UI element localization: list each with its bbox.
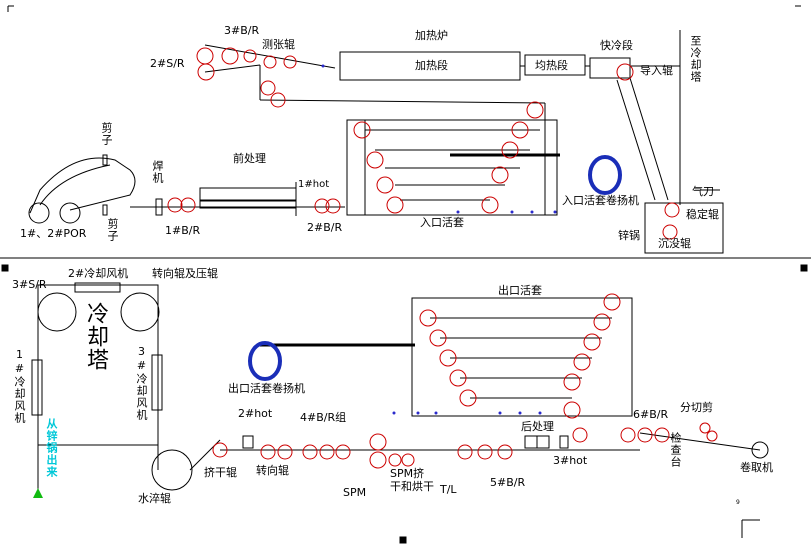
label-guide-roll: 导入辊 (640, 64, 673, 77)
label-tl: T/L (440, 483, 457, 496)
label-heating-section: 加热段 (415, 59, 448, 72)
label-soaking-section: 均热段 (535, 59, 568, 72)
exit-looper-frame (411, 297, 633, 417)
pretreatment-tank (199, 187, 297, 201)
label-1br: 1#B/R (165, 224, 201, 237)
label-4br-group: 4#B/R组 (300, 411, 347, 424)
label-exit-looper: 出口活套 (498, 284, 542, 297)
hot-2-box (242, 435, 254, 449)
label-5br: 5#B/R (490, 476, 526, 489)
label-hot-1: 1#hot (298, 179, 330, 190)
page-number: 9 (736, 499, 740, 506)
strip-exit-arrow (33, 488, 43, 498)
label-turn-roll: 转向辊 (256, 464, 289, 477)
label-zinc-pot: 锌锅 (618, 229, 640, 242)
crop-mark (741, 519, 760, 538)
label-cooling-tower: 冷却塔 (83, 302, 108, 371)
label-entry-looper-winch: 入口活套卷扬机 (562, 194, 639, 207)
label-welder: 焊机 (151, 160, 164, 184)
roll-group-3br-top (196, 47, 297, 108)
label-furnace: 加热炉 (415, 29, 448, 42)
water-quench-roll (151, 449, 193, 491)
label-wringer-roll: 挤干辊 (204, 466, 237, 479)
label-from-zinc-pot: 从锌锅出来 (45, 418, 58, 478)
shear-top (102, 154, 108, 166)
markers (321, 64, 557, 415)
label-coiler: 卷取机 (740, 461, 773, 474)
rolls (167, 47, 718, 469)
label-hot-2: 2#hot (238, 407, 273, 420)
label-measure-roll: 测张辊 (262, 38, 295, 51)
roll-group-entry (167, 63, 680, 240)
label-hot-3: 3#hot (553, 454, 588, 467)
label-air-knife: 气刀 (692, 185, 714, 198)
label-shear-bottom: 剪子 (106, 218, 119, 242)
post-treat-box (524, 435, 538, 449)
corner-marker (1, 264, 9, 272)
label-pretreatment: 前处理 (233, 152, 266, 165)
cooling-roll (37, 292, 77, 332)
label-2br: 2#B/R (307, 221, 343, 234)
fast-cooling-box (589, 57, 631, 79)
label-stabilizer-roll: 稳定辊 (686, 208, 719, 221)
label-3br-top: 3#B/R (224, 24, 260, 37)
label-to-cooling-tower: 至冷却塔 (689, 35, 702, 83)
cooling-fan-2 (74, 282, 121, 293)
soaking-section-box (524, 54, 586, 76)
label-cooling-fan-3: 3#冷却风机 (135, 345, 148, 421)
label-exit-looper-winch: 出口活套卷扬机 (228, 382, 305, 395)
cooling-roll (120, 292, 160, 332)
label-por: 1#、2#POR (20, 227, 87, 240)
label-inspection: 检查台 (669, 432, 682, 468)
entry-looper-winch-drum (588, 155, 622, 195)
label-6br: 6#B/R (633, 408, 669, 421)
crop-mark (7, 5, 14, 12)
label-fast-cooling: 快冷段 (600, 39, 633, 52)
label-3sr: 3#S/R (12, 278, 47, 291)
roll-group-exit (212, 293, 718, 469)
strip-path (29, 157, 136, 214)
cooling-fan-3 (151, 354, 163, 411)
por-roll (59, 202, 81, 224)
cooling-fan-1 (31, 359, 43, 416)
label-shear-top: 剪子 (100, 122, 113, 146)
furnace-snout (616, 77, 669, 201)
label-slitter: 分切剪 (680, 401, 713, 414)
label-sink-roll: 沉没辊 (658, 237, 691, 250)
entry-looper-frame (346, 119, 558, 216)
corner-marker (399, 536, 407, 544)
label-entry-looper: 入口活套 (420, 216, 464, 229)
label-turn-press-roll: 转向辊及压辊 (152, 267, 218, 280)
label-water-quench-roll: 水淬辊 (138, 492, 171, 505)
label-post-treatment: 后处理 (521, 420, 554, 433)
label-spm-dryer: SPM挤干和烘干 (390, 467, 434, 493)
label-cooling-fan-2: 2#冷却风机 (68, 267, 129, 280)
exit-looper-winch-drum (248, 341, 282, 381)
corner-marker (800, 264, 808, 272)
label-cooling-fan-1: 1#冷却风机 (13, 348, 26, 424)
coiler-roll (751, 441, 769, 459)
por-roll (28, 202, 50, 224)
zinc-pot-box (644, 202, 724, 254)
shear-bottom (102, 204, 108, 216)
label-spm: SPM (343, 486, 367, 499)
label-2sr-top: 2#S/R (150, 57, 185, 70)
